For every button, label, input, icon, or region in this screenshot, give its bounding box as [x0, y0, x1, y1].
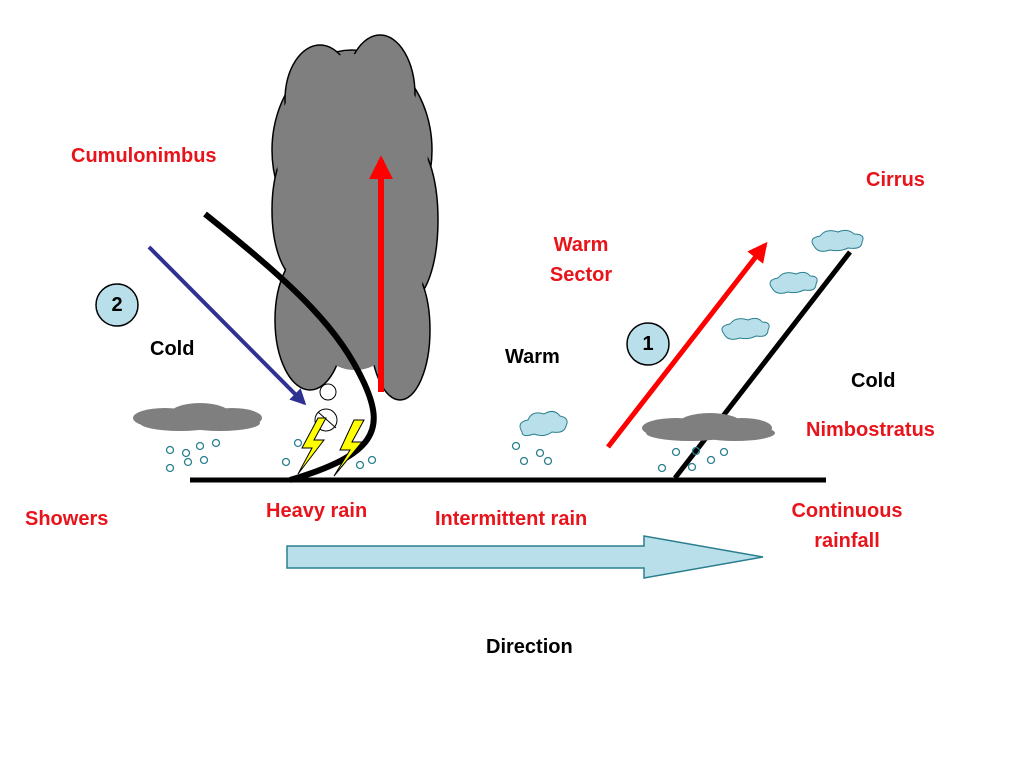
raindrop-icon — [281, 438, 377, 470]
raindrop-icon — [511, 441, 553, 466]
label-continuous-line1: Continuous — [791, 500, 903, 522]
marker-one: 1 — [642, 333, 654, 355]
nimbostratus-cloud — [642, 413, 775, 441]
label-continuous-line2: rainfall — [814, 530, 880, 552]
label-cold-left: Cold — [150, 338, 195, 360]
raindrop-icon — [314, 383, 338, 432]
cumulonimbus-cloud — [271, 34, 439, 401]
label-intermittent-rain: Intermittent rain — [435, 508, 588, 530]
lightning-bolt-icon — [297, 417, 365, 477]
label-warm-sector-line1: Warm — [553, 234, 609, 256]
label-cumulonimbus: Cumulonimbus — [71, 145, 217, 167]
raindrop-icon — [657, 446, 729, 473]
shower-cloud — [133, 403, 262, 431]
raindrop-icon — [165, 438, 221, 473]
cold-air-arrow — [147, 245, 307, 406]
label-warm: Warm — [505, 346, 560, 368]
label-heavy-rain: Heavy rain — [266, 500, 368, 522]
cirrus-cloud — [721, 229, 864, 340]
cloud-icon — [519, 410, 568, 437]
warm-air-arrow — [606, 241, 768, 449]
label-warm-sector-line2: Sector — [549, 264, 613, 286]
label-showers: Showers — [25, 508, 109, 530]
direction-arrow — [286, 535, 764, 579]
marker-two: 2 — [111, 294, 123, 316]
marker-two-circle — [95, 283, 139, 327]
label-cold-right: Cold — [851, 370, 896, 392]
label-nimbostratus: Nimbostratus — [806, 419, 935, 441]
label-direction: Direction — [486, 636, 573, 658]
marker-one-circle — [626, 322, 670, 366]
label-cirrus: Cirrus — [866, 169, 925, 191]
